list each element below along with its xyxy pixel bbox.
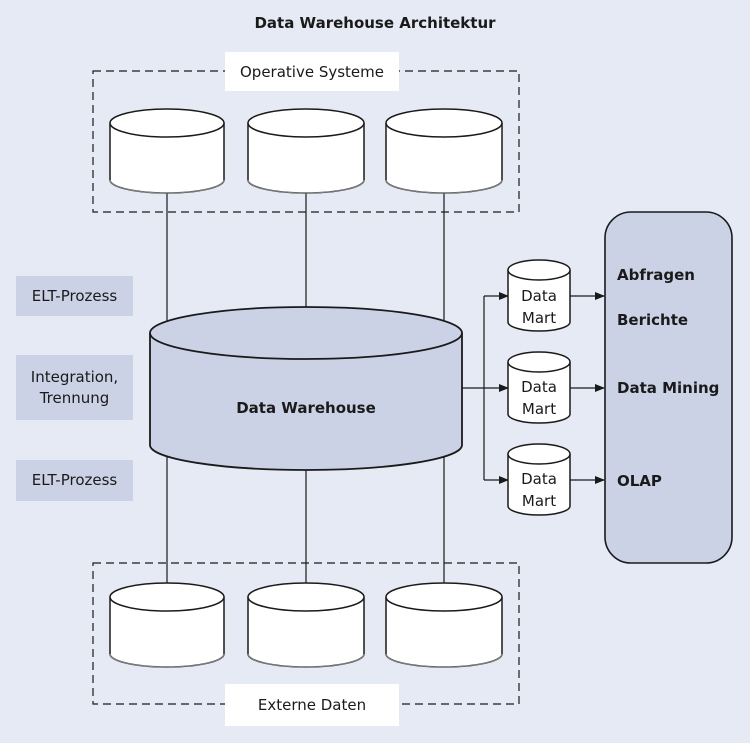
- output-data-mining: Data Mining: [617, 379, 720, 397]
- data-mart-cylinder-2: [507, 351, 571, 424]
- connector-lines: [166, 192, 445, 590]
- data-mart-1-line1: Data: [521, 287, 557, 305]
- data-mart-2-line1: Data: [521, 378, 557, 396]
- data-mart-1-line2: Mart: [521, 309, 557, 327]
- data-warehouse-cylinder: [149, 306, 463, 471]
- output-panel: [604, 211, 733, 564]
- operative-database-3: [385, 108, 503, 194]
- data-mart-2-line2: Mart: [521, 400, 557, 418]
- integration-box: Integration, Trennung: [16, 355, 133, 420]
- data-mart-3-line1: Data: [521, 470, 557, 488]
- external-database-3: [385, 582, 503, 668]
- external-database-1: [109, 582, 225, 668]
- elt-process-top: ELT-Prozess: [16, 276, 133, 316]
- data-warehouse-label: Data Warehouse: [236, 399, 376, 417]
- data-mart-label-3: Data Mart: [508, 468, 570, 512]
- operative-database-1: [109, 108, 225, 194]
- output-berichte: Berichte: [617, 311, 689, 329]
- data-mart-cylinder-1: [507, 259, 571, 332]
- output-olap: OLAP: [617, 472, 662, 490]
- data-mart-3-line2: Mart: [521, 492, 557, 510]
- data-mart-cylinder-3: [507, 443, 571, 516]
- data-mart-label-1: Data Mart: [508, 285, 570, 329]
- integration-label-line2: Trennung: [39, 388, 110, 407]
- elt-process-bottom: ELT-Prozess: [16, 460, 133, 501]
- external-database-2: [247, 582, 365, 668]
- integration-label-line1: Integration,: [30, 367, 119, 386]
- mart-connectors: [462, 292, 509, 484]
- operative-database-2: [247, 108, 365, 194]
- diagram-title: Data Warehouse Architektur: [254, 14, 496, 32]
- external-data-label: Externe Daten: [225, 684, 399, 726]
- operative-systems-label: Operative Systeme: [225, 52, 399, 91]
- data-mart-label-2: Data Mart: [508, 376, 570, 420]
- output-abfragen: Abfragen: [617, 266, 695, 284]
- output-arrows: [570, 292, 605, 484]
